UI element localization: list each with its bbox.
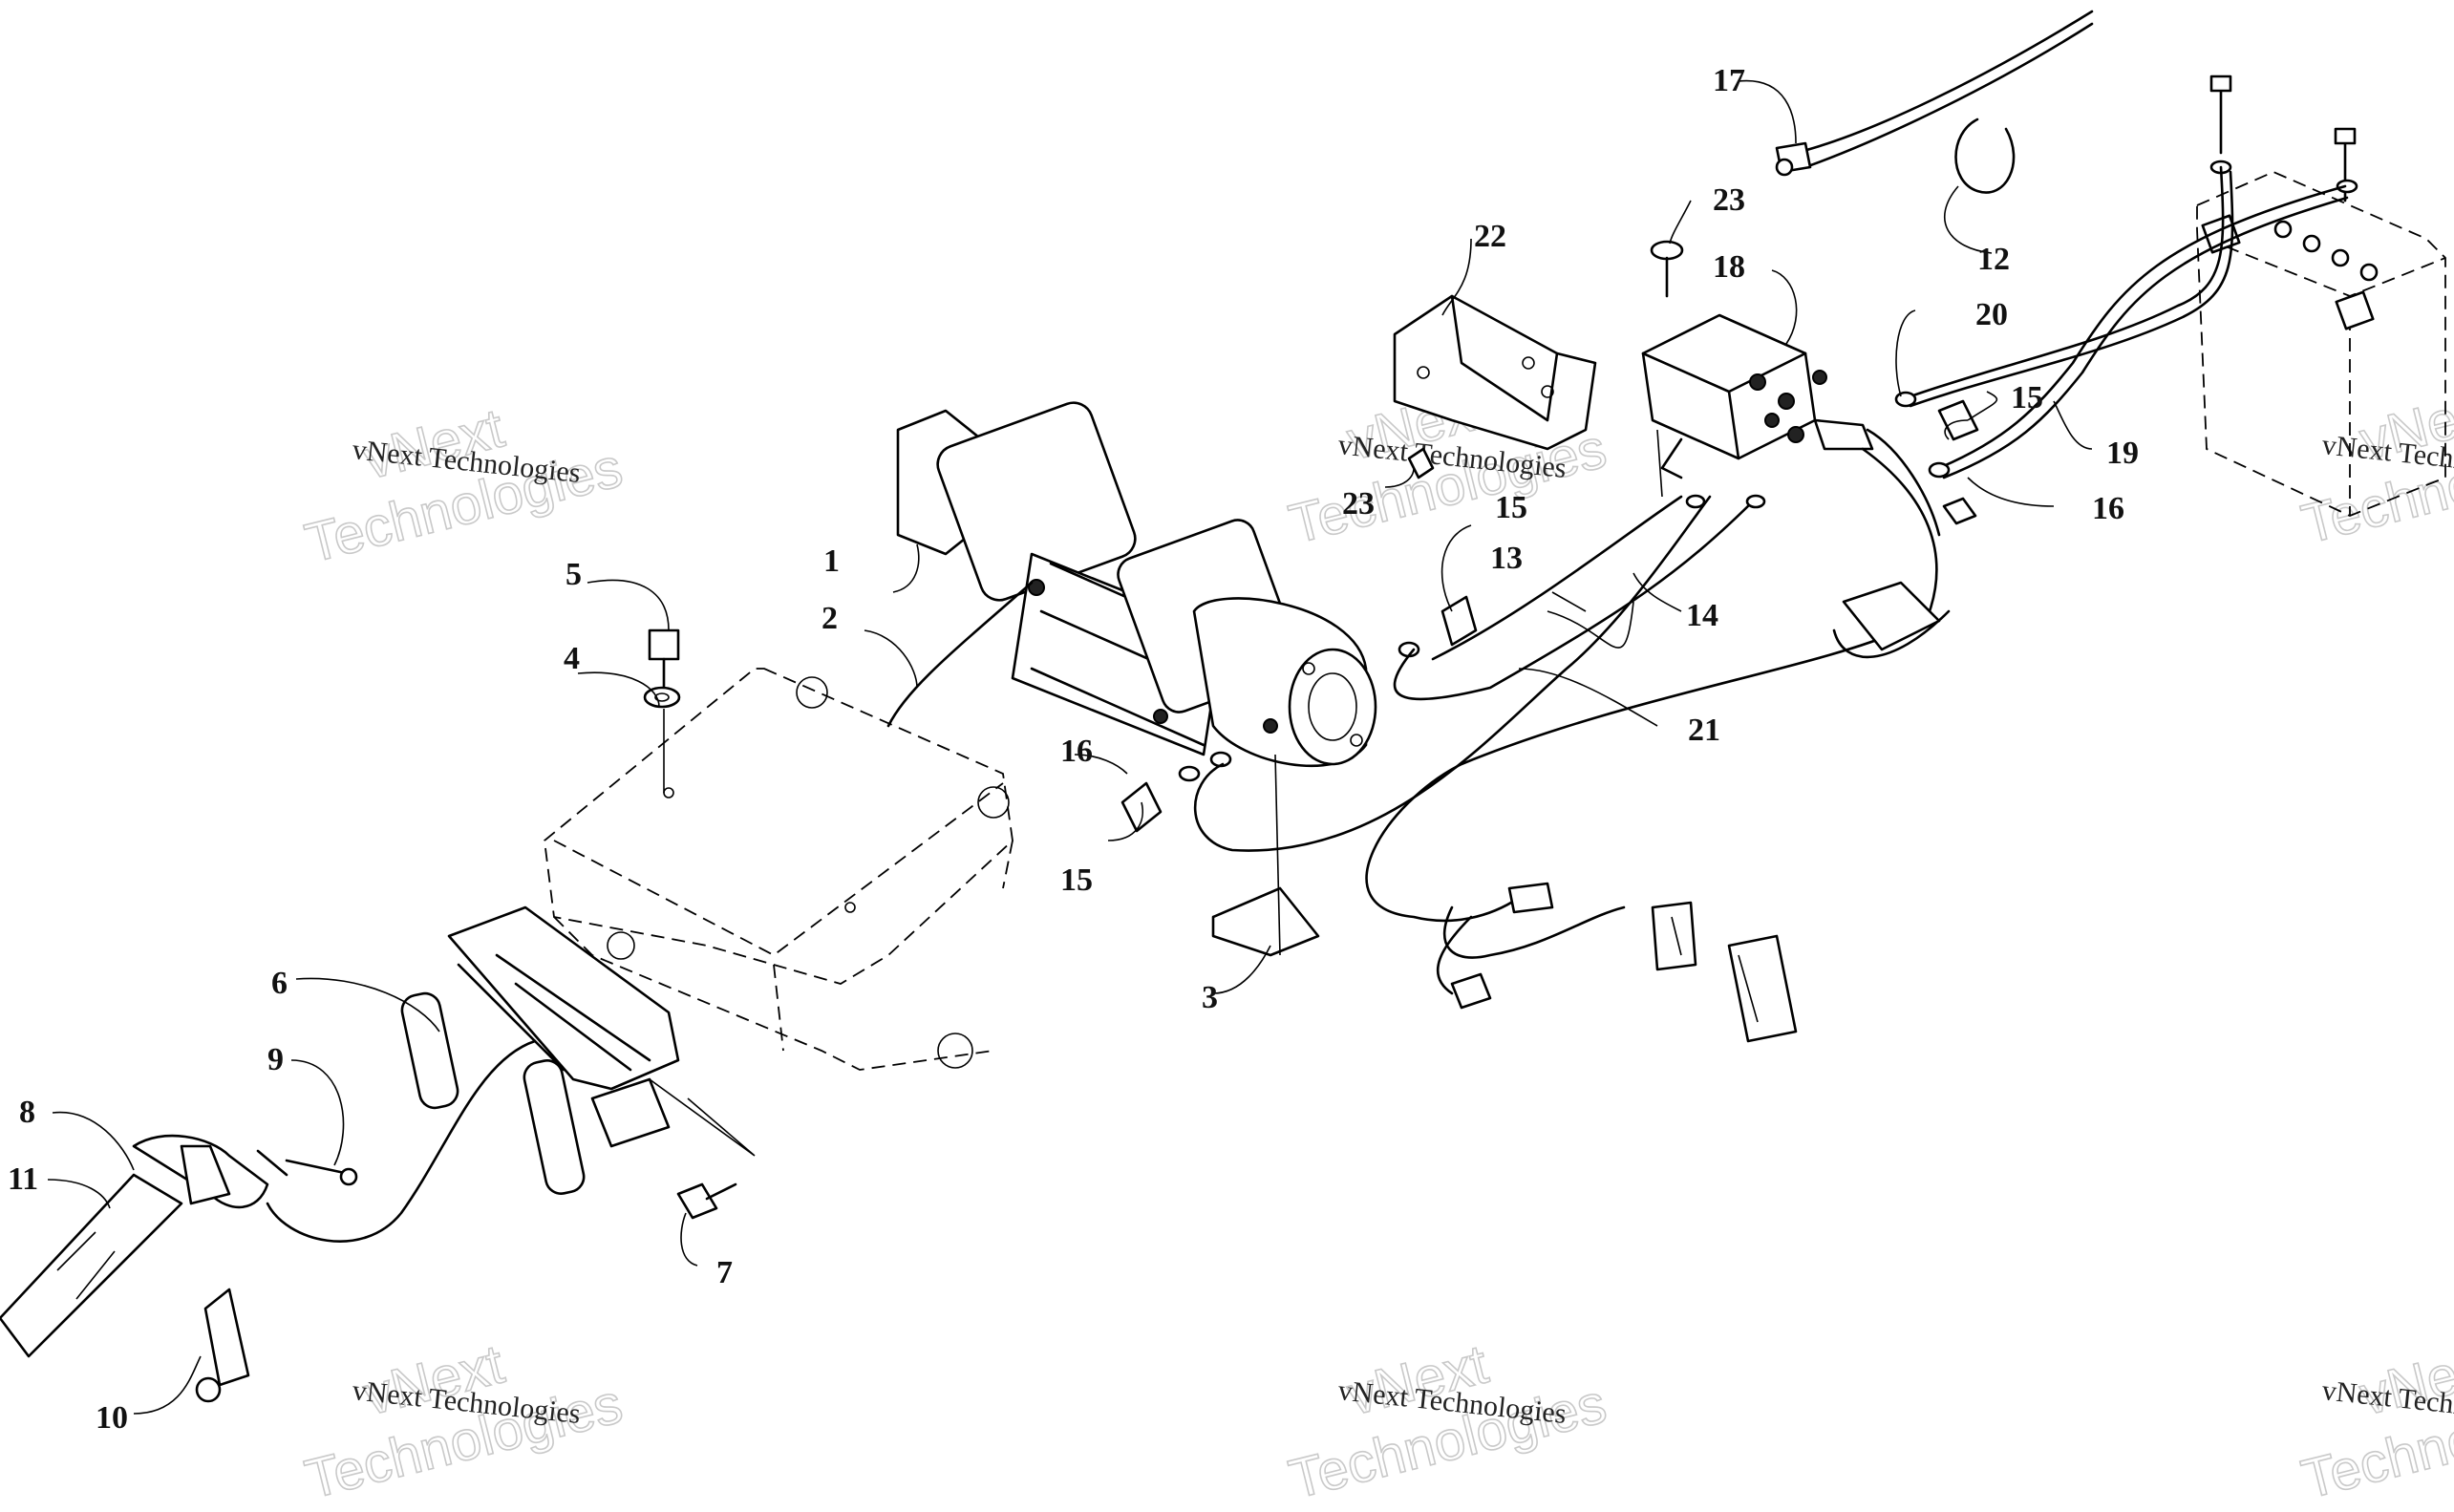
callout-5: 5: [565, 557, 582, 592]
callout-15-c: 15: [1060, 862, 1093, 898]
bolt-23: [1407, 240, 1684, 479]
callout-14: 14: [1686, 598, 1718, 633]
callout-16-b: 16: [2092, 491, 2124, 526]
callout-7: 7: [716, 1255, 733, 1290]
battery: [2196, 75, 2446, 517]
hook-assembly: [0, 1134, 358, 1403]
callout-16-a: 16: [1060, 734, 1093, 769]
cable-clip: [1954, 117, 2016, 194]
callout-13: 13: [1490, 541, 1523, 576]
callout-3: 3: [1202, 980, 1218, 1015]
callout-10: 10: [96, 1400, 128, 1436]
callout-6: 6: [271, 966, 288, 1001]
wiring-harness: [1365, 447, 1951, 1043]
callout-15-a: 15: [1495, 490, 1527, 525]
callout-2: 2: [822, 601, 838, 636]
callout-22: 22: [1474, 219, 1506, 254]
callout-23-b: 23: [1342, 486, 1375, 522]
mounting-plate: [544, 668, 1014, 1071]
sealant-patch: [1211, 754, 1320, 957]
solenoid: [1641, 313, 1941, 537]
callout-17: 17: [1713, 63, 1745, 98]
callout-20: 20: [1975, 297, 2008, 332]
callout-18: 18: [1713, 249, 1745, 285]
callout-11: 11: [8, 1161, 38, 1197]
callout-9: 9: [267, 1042, 284, 1077]
winch-cable: [266, 581, 1034, 1243]
callout-4: 4: [564, 641, 580, 676]
callout-12: 12: [1977, 242, 2010, 277]
leader-lines: [47, 79, 2093, 1415]
callout-labels: 1 2 3 4 5 6 7 8 9 10 11 12 13 14 15 15 1…: [8, 63, 2139, 1436]
callout-15-b: 15: [2011, 380, 2043, 415]
callout-8: 8: [19, 1095, 35, 1130]
cable-tie: [1775, 10, 2094, 177]
callout-23-a: 23: [1713, 182, 1745, 218]
callout-19: 19: [2106, 436, 2139, 471]
callout-1: 1: [823, 543, 840, 579]
winch-assembly: [896, 401, 1377, 768]
roller-fairlead: [400, 905, 756, 1195]
solenoid-bracket: [1393, 294, 1597, 451]
callout-21: 21: [1688, 713, 1720, 748]
watermark: vNext Technologies vNext Technologies vN…: [299, 377, 2454, 1512]
battery-cables: [1894, 165, 2349, 525]
